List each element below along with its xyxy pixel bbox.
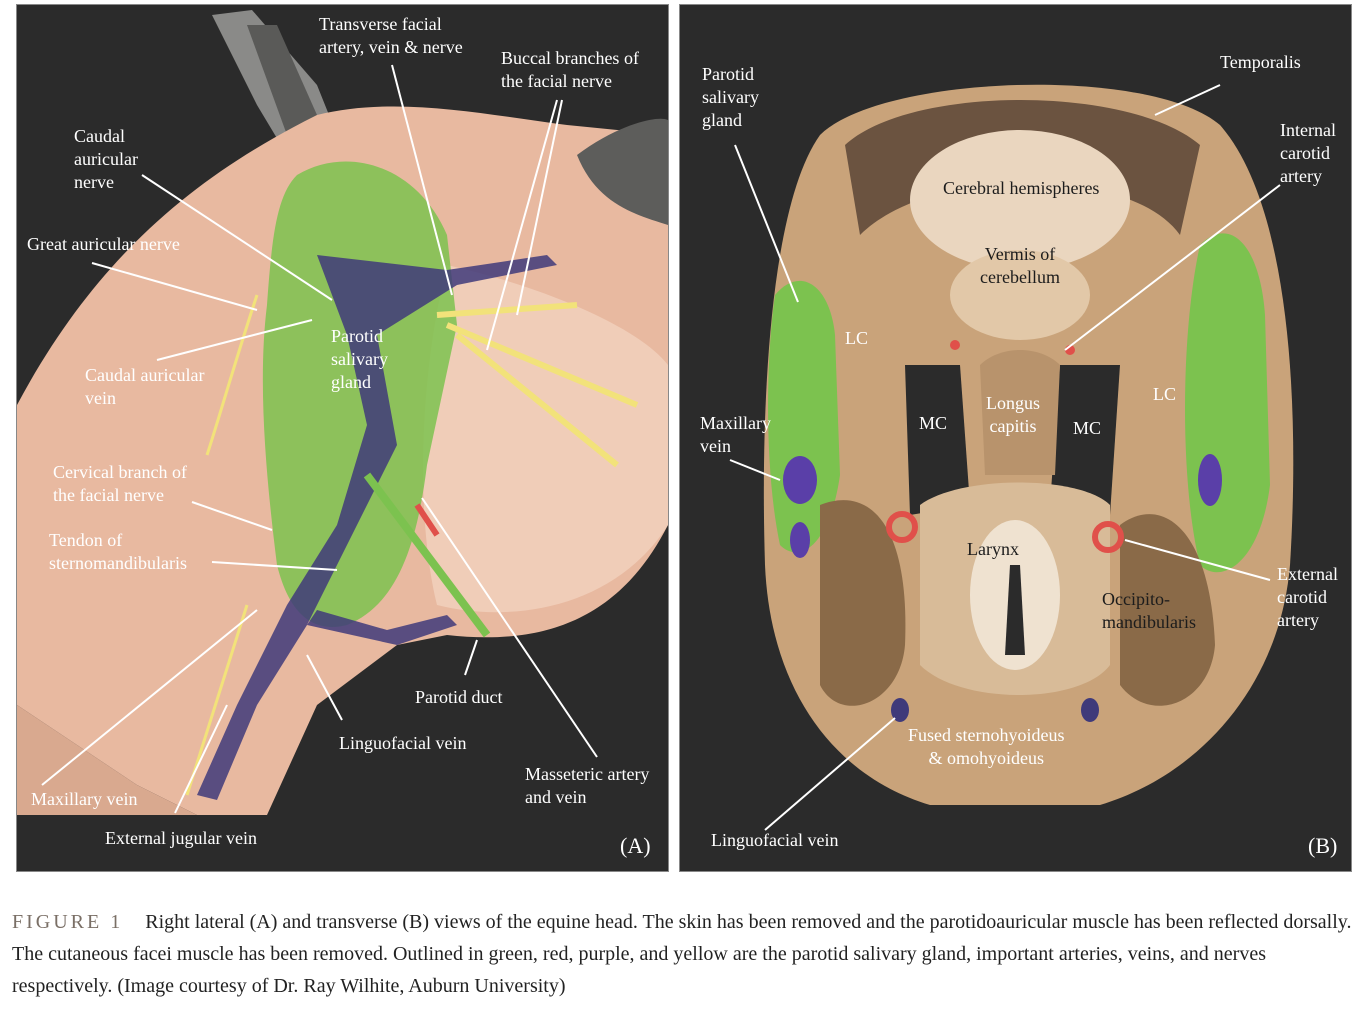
longus-capitis-shape <box>980 350 1060 475</box>
eye-region-shape <box>577 118 668 225</box>
great-auricular-nerve-shape <box>205 294 259 456</box>
label-lc-right: LC <box>1153 384 1177 404</box>
label-temporalis: Temporalis <box>1220 52 1301 72</box>
label-internal-carotid: Internal carotid artery <box>1280 120 1336 186</box>
label-vermis: Vermis of cerebellum <box>980 244 1060 287</box>
vein-network-shape <box>197 255 557 800</box>
glottis-shape <box>1005 565 1025 655</box>
label-maxillary-vein-b: Maxillary vein <box>700 413 771 456</box>
leader-lines-a <box>41 64 598 814</box>
ear-inner-shape <box>247 25 317 135</box>
masseter-left-shape <box>820 500 906 706</box>
label-mc-left: MC <box>919 413 948 433</box>
label-transverse-facial: Transverse facial artery, vein & nerve <box>319 14 463 57</box>
linguofacial-vein-right-shape <box>1081 698 1099 722</box>
maxillary-vein-left-shape <box>783 456 817 504</box>
masseteric-artery-shape <box>414 503 440 537</box>
label-longus-capitis: Longus capitis <box>986 393 1040 436</box>
label-great-auricular-nerve: Great auricular nerve <box>27 234 180 254</box>
leader-lines-b <box>729 84 1281 831</box>
vein-left-lower-shape <box>790 522 810 558</box>
label-external-jugular-vein: External jugular vein <box>105 828 257 848</box>
label-tendon: Tendon of sternomandibularis <box>49 530 187 573</box>
lower-tissue-shape <box>17 705 197 815</box>
label-parotid-gland-a: Parotid salivary gland <box>331 326 388 392</box>
label-cervical-branch: Cervical branch of the facial nerve <box>53 462 187 505</box>
label-cerebral-hemispheres: Cerebral hemispheres <box>943 178 1100 198</box>
caption-text: Right lateral (A) and transverse (B) vie… <box>12 911 1352 997</box>
panel-a-letter: (A) <box>620 833 651 858</box>
linguofacial-vein-shape <box>307 610 457 645</box>
parotid-duct-shape <box>363 472 491 638</box>
label-occipitomandibularis: Occipito- mandibularis <box>1102 589 1196 632</box>
panel-b-letter: (B) <box>1308 833 1338 858</box>
panel-b-transverse-view: Parotid salivary gland Temporalis Intern… <box>679 4 1352 872</box>
external-carotid-right-shape <box>1092 521 1124 553</box>
label-larynx: Larynx <box>967 539 1019 559</box>
internal-carotid-left-shape <box>950 340 960 350</box>
figure-label: FIGURE 1 <box>12 911 124 933</box>
label-caudal-auricular-vein: Caudal auricular vein <box>85 365 205 408</box>
cerebellum-shape <box>950 250 1090 340</box>
lateral-head-illustration <box>17 10 668 816</box>
label-external-carotid: External carotid artery <box>1277 564 1338 630</box>
cerebral-hemispheres-shape <box>910 130 1130 270</box>
parotid-gland-right-shape <box>1185 233 1270 573</box>
linguofacial-vein-left-shape <box>891 698 909 722</box>
label-mc-right: MC <box>1073 418 1102 438</box>
buccal-nerve-shape <box>436 302 639 468</box>
mc-left-cavity-shape <box>905 365 970 515</box>
label-buccal-branches: Buccal branches of the facial nerve <box>501 48 639 91</box>
label-caudal-auricular-nerve: Caudal auricular nerve <box>74 126 138 192</box>
label-parotid-duct: Parotid duct <box>415 687 503 707</box>
label-maxillary-vein-a: Maxillary vein <box>31 789 138 809</box>
panel-a-lateral-view: Transverse facial artery, vein & nerve B… <box>16 4 669 872</box>
label-linguofacial-vein-a: Linguofacial vein <box>339 733 467 753</box>
masseter-shape <box>423 265 668 613</box>
maxillary-vein-right-shape <box>1198 454 1222 506</box>
jugular-nerve-shape <box>185 604 249 796</box>
label-masseteric: Masseteric artery and vein <box>525 764 650 807</box>
transverse-section-illustration <box>729 84 1294 831</box>
label-parotid-gland-b: Parotid salivary gland <box>702 64 759 130</box>
label-linguofacial-vein-b: Linguofacial vein <box>711 830 839 850</box>
label-fused-sternohyoideus: Fused sternohyoideus & omohyoideus <box>908 725 1065 768</box>
label-lc-left: LC <box>845 328 869 348</box>
external-carotid-left-shape <box>886 511 918 543</box>
mc-right-cavity-shape <box>1050 365 1120 515</box>
occipitomandibularis-shape <box>1120 514 1215 706</box>
